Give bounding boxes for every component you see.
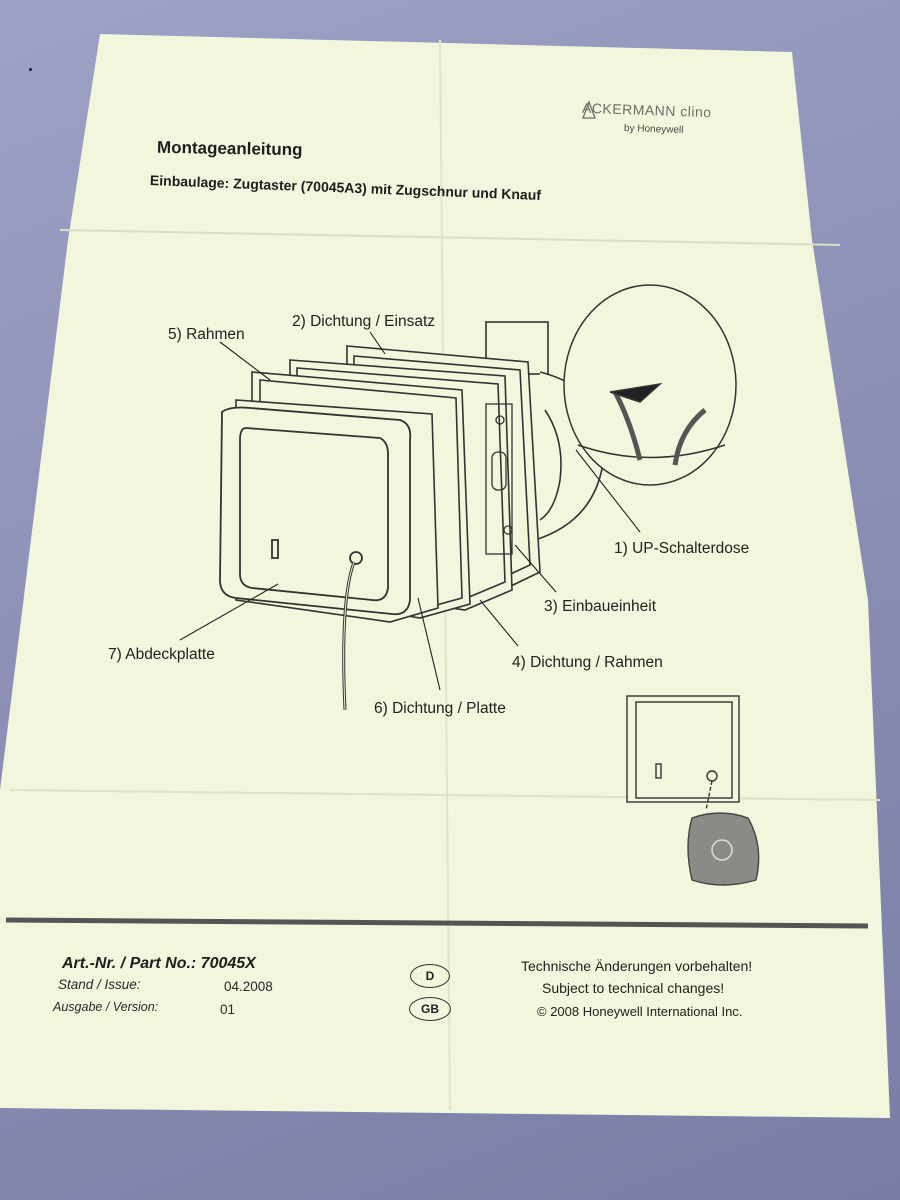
footer-rule bbox=[5, 917, 869, 929]
label-mounting-unit: 3) Einbaueinheit bbox=[544, 598, 657, 615]
issue-label: Stand / Issue: bbox=[58, 977, 141, 992]
speck bbox=[29, 68, 32, 71]
wall-detail bbox=[563, 284, 737, 486]
language-badge-de: D bbox=[410, 964, 450, 988]
cover-plate-drawing bbox=[219, 406, 412, 616]
label-flush-box: 1) UP-Schalterdose bbox=[614, 540, 750, 557]
leader-lines bbox=[179, 331, 641, 691]
page-title: Montageanleitung bbox=[156, 137, 303, 160]
label-frame: 5) Rahmen bbox=[168, 326, 245, 343]
label-cover-plate: 7) Abdeckplatte bbox=[108, 646, 215, 663]
version-label: Ausgabe / Version: bbox=[53, 1000, 159, 1014]
language-badge-gb: GB bbox=[409, 997, 451, 1021]
label-seal-plate: 6) Dichtung / Platte bbox=[374, 700, 506, 717]
label-seal-frame: 4) Dichtung / Rahmen bbox=[512, 654, 663, 671]
note-german: Technische Änderungen vorbehalten! bbox=[521, 958, 753, 974]
knob-drawing bbox=[687, 812, 760, 886]
brand-logo-icon bbox=[582, 100, 596, 119]
mounting-unit-drawing bbox=[485, 403, 513, 555]
part-number: Art.-Nr. / Part No.: 70045X bbox=[62, 955, 256, 972]
inset-view-drawing bbox=[626, 695, 740, 811]
issue-value: 04.2008 bbox=[224, 979, 273, 994]
note-english: Subject to technical changes! bbox=[542, 980, 725, 996]
brand-sub: by Honeywell bbox=[623, 122, 684, 137]
copyright: © 2008 Honeywell International Inc. bbox=[537, 1004, 743, 1019]
label-seal-insert: 2) Dichtung / Einsatz bbox=[292, 313, 436, 330]
version-value: 01 bbox=[220, 1002, 236, 1017]
